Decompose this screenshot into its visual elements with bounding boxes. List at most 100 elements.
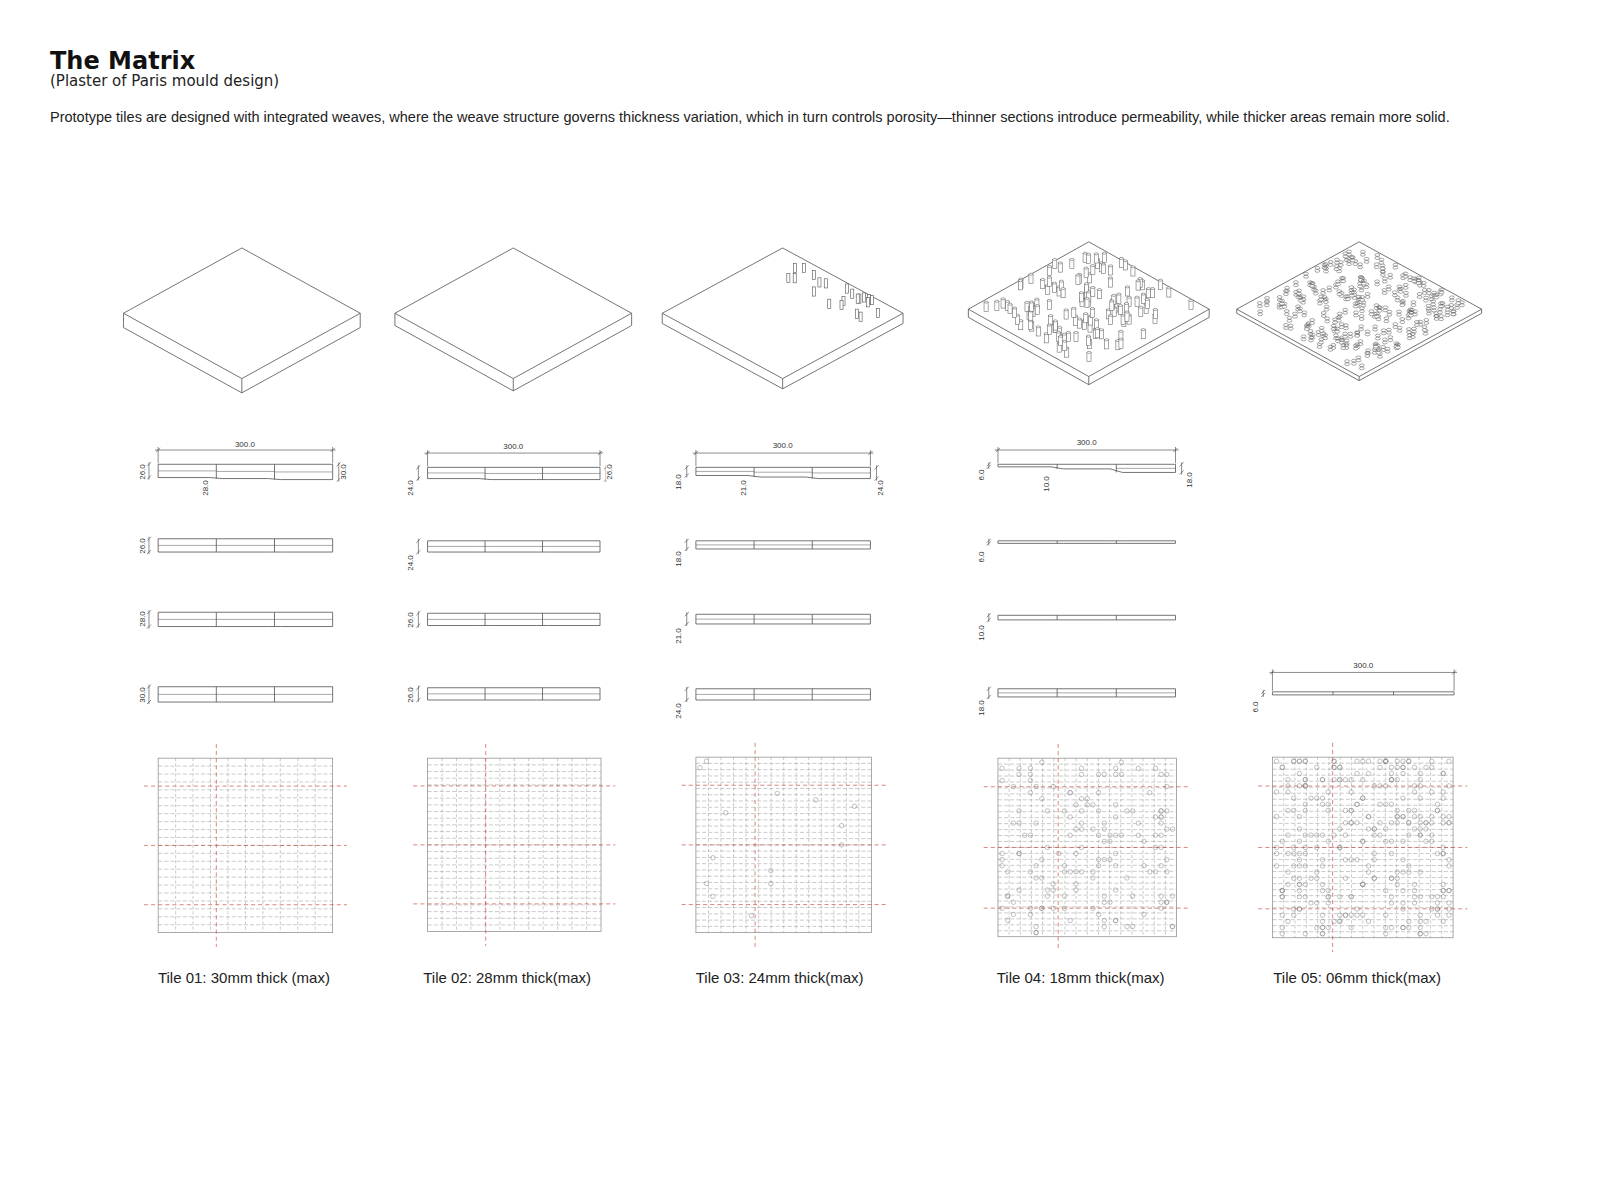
pillar bbox=[1105, 340, 1109, 349]
pore bbox=[1258, 313, 1263, 316]
pillar bbox=[1029, 302, 1033, 311]
pore-circle bbox=[1091, 827, 1095, 831]
pore bbox=[1400, 318, 1405, 321]
strip-divider bbox=[754, 467, 755, 477]
strip-midline bbox=[485, 546, 542, 547]
pore bbox=[1431, 300, 1436, 303]
dimension-line bbox=[416, 686, 420, 702]
pore bbox=[1375, 283, 1380, 286]
pore-circle bbox=[749, 913, 753, 917]
pillar bbox=[1059, 336, 1063, 345]
pore bbox=[1279, 302, 1284, 305]
weave-weft bbox=[696, 888, 872, 889]
pore-circle bbox=[1028, 766, 1032, 770]
strip-divider bbox=[542, 613, 543, 625]
dimension-line bbox=[685, 612, 689, 626]
pore-circle bbox=[1005, 918, 1009, 922]
pore bbox=[1359, 328, 1364, 331]
pore-circle bbox=[1165, 900, 1169, 904]
pillar bbox=[1117, 294, 1121, 303]
pillar bbox=[1036, 327, 1040, 336]
pore-circle bbox=[1429, 814, 1433, 818]
pore-circle bbox=[1395, 765, 1399, 769]
weave-weft bbox=[428, 858, 601, 859]
pore-circle bbox=[1034, 821, 1038, 825]
section-strip bbox=[998, 541, 1176, 544]
pore-circle bbox=[1349, 858, 1353, 862]
pore-circle bbox=[1366, 771, 1370, 775]
section-strip bbox=[158, 687, 332, 702]
pore-circle bbox=[1062, 870, 1066, 874]
pore-circle bbox=[1165, 772, 1169, 776]
pillar bbox=[828, 299, 831, 308]
pore-circle bbox=[1424, 839, 1428, 843]
dimension: 24.0 bbox=[407, 479, 415, 497]
pillar-top bbox=[1091, 307, 1095, 309]
weave-weft bbox=[428, 831, 601, 832]
pore-circle bbox=[1000, 851, 1004, 855]
pore-circle bbox=[1441, 821, 1445, 825]
pore bbox=[1282, 305, 1287, 308]
section-strip bbox=[696, 614, 870, 624]
strip-divider bbox=[542, 541, 543, 552]
section-cut-line bbox=[144, 845, 347, 846]
pillar-top bbox=[1136, 280, 1140, 282]
pore-circle bbox=[1113, 772, 1117, 776]
dimension-line bbox=[685, 465, 689, 477]
pore bbox=[1331, 324, 1336, 327]
pore-circle bbox=[1435, 894, 1439, 898]
pore bbox=[1358, 279, 1363, 282]
pillar bbox=[1108, 278, 1112, 287]
pillar bbox=[1131, 267, 1135, 276]
weave-weft bbox=[428, 764, 601, 765]
pore-circle bbox=[1412, 808, 1416, 812]
pore-circle bbox=[1401, 814, 1405, 818]
pillar-top bbox=[1110, 300, 1114, 302]
pillar bbox=[1025, 302, 1029, 311]
pore-circle bbox=[1395, 814, 1399, 818]
pore-circle bbox=[1447, 814, 1451, 818]
weave-weft bbox=[696, 882, 872, 883]
pore-circle bbox=[1113, 815, 1117, 819]
pore bbox=[1403, 283, 1408, 286]
pore bbox=[1384, 317, 1389, 320]
section-strip bbox=[158, 612, 332, 626]
pore-circle bbox=[1395, 814, 1399, 818]
pore bbox=[1334, 261, 1339, 264]
strip-divider bbox=[1116, 615, 1117, 620]
weave-weft bbox=[158, 924, 332, 925]
dimension: 28.0 bbox=[202, 479, 210, 497]
strip-outline bbox=[696, 541, 870, 549]
pore bbox=[1375, 280, 1380, 283]
pore-circle bbox=[1303, 882, 1307, 886]
tile-top-face bbox=[968, 242, 1209, 377]
pore bbox=[1353, 347, 1358, 350]
pore bbox=[1423, 299, 1428, 302]
pore bbox=[1284, 313, 1289, 316]
pore-circle bbox=[1153, 870, 1157, 874]
strip-midline bbox=[485, 473, 542, 474]
pore-circle bbox=[1017, 772, 1021, 776]
pore-circle bbox=[1406, 821, 1410, 825]
pore-circle bbox=[1280, 839, 1284, 843]
pore-circle bbox=[1372, 851, 1376, 855]
pore bbox=[1449, 296, 1454, 299]
pore-circle bbox=[1028, 912, 1032, 916]
subtitle: (Plaster of Paris mould design) bbox=[50, 72, 279, 90]
pore-circle bbox=[1074, 870, 1078, 874]
pore-circle bbox=[1159, 833, 1163, 837]
pillar bbox=[1091, 287, 1095, 296]
weave-weft bbox=[158, 900, 332, 901]
pillar bbox=[995, 301, 999, 310]
pillar bbox=[1046, 285, 1050, 294]
pore-circle bbox=[1274, 864, 1278, 868]
pore bbox=[1403, 275, 1408, 278]
pore-circle bbox=[1378, 759, 1382, 763]
pore-circle bbox=[1389, 777, 1393, 781]
weave-weft bbox=[1272, 835, 1453, 836]
pore-circle bbox=[1338, 765, 1342, 769]
weave-weft bbox=[428, 784, 601, 785]
section-strip bbox=[428, 613, 600, 625]
pore bbox=[1347, 250, 1352, 253]
pore bbox=[1359, 364, 1364, 367]
